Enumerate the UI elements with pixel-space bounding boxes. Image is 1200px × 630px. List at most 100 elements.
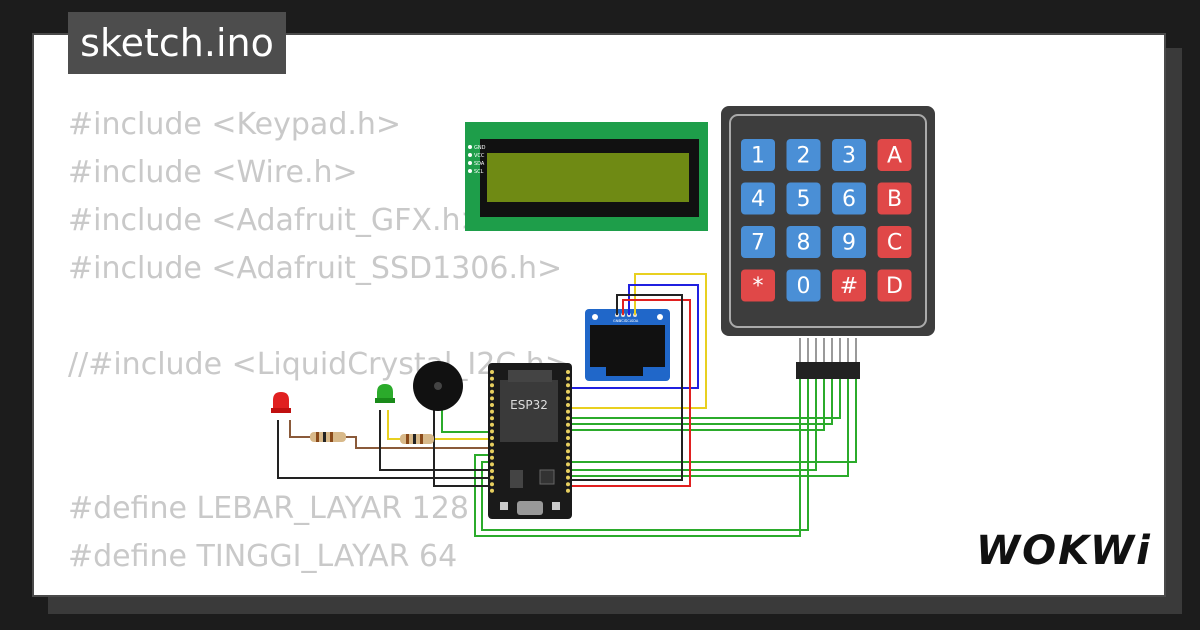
code-line: #include <Adafruit_GFX.h>: [68, 203, 486, 238]
esp32-board[interactable]: ESP32: [488, 363, 572, 519]
code-line: #define LEBAR_LAYAR 128: [68, 491, 469, 526]
keypad-key-6[interactable]: 6: [832, 182, 866, 215]
keypad-key-label: 4: [751, 187, 765, 212]
wokwi-logo: WOKWi: [976, 528, 1152, 574]
keypad-key-label: 2: [797, 144, 811, 169]
esp32-pin: [566, 429, 570, 434]
lcd-pin-label: VCC: [474, 153, 485, 159]
oled-display[interactable]: GND VCC SCL SDA: [585, 309, 670, 381]
keypad-key-label: #: [840, 274, 858, 299]
red-led[interactable]: [271, 392, 291, 413]
keypad-key-label: 9: [842, 231, 856, 256]
keypad-key-label: *: [753, 274, 764, 299]
keypad-key-3[interactable]: 3: [832, 139, 866, 171]
wires: [277, 273, 857, 537]
oled-pin-label: SCL: [625, 319, 632, 323]
keypad-key-7[interactable]: 7: [741, 226, 775, 258]
esp32-pin: [490, 422, 494, 427]
keypad-key-A[interactable]: A: [877, 139, 912, 171]
esp32-pin: [490, 403, 494, 407]
esp32-pin: [490, 469, 494, 473]
code-line: #include <Adafruit_SSD1306.h>: [68, 251, 563, 286]
lcd-pin-label: GND: [474, 145, 486, 151]
esp32-pin: [490, 449, 494, 454]
esp32-pin: [566, 416, 570, 421]
keypad-key-1[interactable]: 1: [741, 139, 775, 171]
keypad[interactable]: 1 2 3 A 4 5 6 B 7 8 9 C * 0 # D: [721, 106, 935, 336]
keypad-key-label: 7: [751, 231, 765, 256]
code-line: #include <Wire.h>: [68, 155, 358, 190]
esp32-pin: [566, 383, 570, 388]
keypad-key-label: A: [887, 144, 902, 169]
esp32-pin: [566, 436, 570, 440]
keypad-key-8[interactable]: 8: [786, 226, 821, 258]
esp32-pin: [566, 442, 570, 447]
keypad-key-5[interactable]: 5: [786, 182, 821, 215]
esp32-pin: [490, 429, 494, 434]
resistor[interactable]: [400, 434, 434, 444]
keypad-key-C[interactable]: C: [877, 226, 912, 258]
keypad-key-label: 3: [842, 144, 856, 169]
esp32-pin: [566, 403, 570, 407]
esp32-pin: [490, 370, 494, 374]
keypad-key-label: D: [886, 274, 903, 299]
esp32-pin: [490, 482, 494, 487]
esp32-pin: [490, 396, 494, 401]
esp32-pin: [490, 389, 494, 394]
code-line: #include <Keypad.h>: [68, 107, 402, 142]
esp32-pin: [490, 475, 494, 480]
oled-pin-label: GND: [613, 319, 621, 323]
esp32-pin: [490, 436, 494, 440]
keypad-key-label: 0: [797, 274, 811, 299]
keypad-key-2[interactable]: 2: [786, 139, 821, 171]
keypad-key-label: 8: [797, 231, 811, 256]
esp32-pin: [490, 416, 494, 421]
esp32-pin: [566, 482, 570, 487]
esp32-pin: [490, 488, 494, 493]
esp32-pin: [566, 462, 570, 467]
esp32-pin: [490, 455, 494, 460]
lcd-pin-labels: GND VCC SDA SCL: [468, 145, 486, 175]
keypad-key-0[interactable]: 0: [786, 269, 821, 302]
esp32-pin: [566, 449, 570, 454]
esp32-pins: [490, 370, 570, 493]
keypad-key-#[interactable]: #: [832, 269, 866, 302]
keypad-key-label: 6: [842, 187, 856, 212]
lcd-display[interactable]: GND VCC SDA SCL: [465, 122, 708, 231]
esp32-label: ESP32: [510, 398, 548, 412]
esp32-pin: [566, 376, 570, 381]
esp32-pin: [566, 396, 570, 401]
green-led[interactable]: [375, 384, 395, 403]
code-line: #define TINGGI_LAYAR 64: [68, 539, 458, 574]
esp32-pin: [490, 409, 494, 414]
esp32-pin: [566, 409, 570, 414]
keypad-key-*[interactable]: *: [741, 269, 775, 302]
esp32-pin: [566, 475, 570, 480]
keypad-key-D[interactable]: D: [877, 269, 912, 302]
oled-pin-label: SDA: [631, 319, 639, 323]
buzzer[interactable]: [413, 361, 463, 411]
keypad-key-label: 1: [751, 144, 765, 169]
lcd-pin-label: SCL: [474, 169, 484, 175]
keypad-key-label: 5: [797, 187, 811, 212]
esp32-pin: [490, 376, 494, 381]
esp32-pin: [566, 389, 570, 394]
esp32-pin: [490, 462, 494, 467]
esp32-pin: [566, 455, 570, 460]
keypad-key-9[interactable]: 9: [832, 226, 866, 258]
lcd-pin-label: SDA: [474, 161, 485, 167]
keypad-key-label: C: [887, 231, 902, 256]
keypad-key-label: B: [887, 187, 902, 212]
esp32-pin: [490, 442, 494, 447]
esp32-pin: [566, 422, 570, 427]
keypad-key-B[interactable]: B: [877, 182, 912, 215]
file-title-tab[interactable]: sketch.ino: [68, 12, 286, 74]
resistor[interactable]: [310, 432, 346, 442]
keypad-header: [796, 338, 860, 379]
esp32-pin: [566, 469, 570, 473]
esp32-pin: [490, 383, 494, 388]
oled-pin-label: VCC: [619, 319, 627, 323]
keypad-key-4[interactable]: 4: [741, 182, 775, 215]
esp32-pin: [566, 370, 570, 374]
